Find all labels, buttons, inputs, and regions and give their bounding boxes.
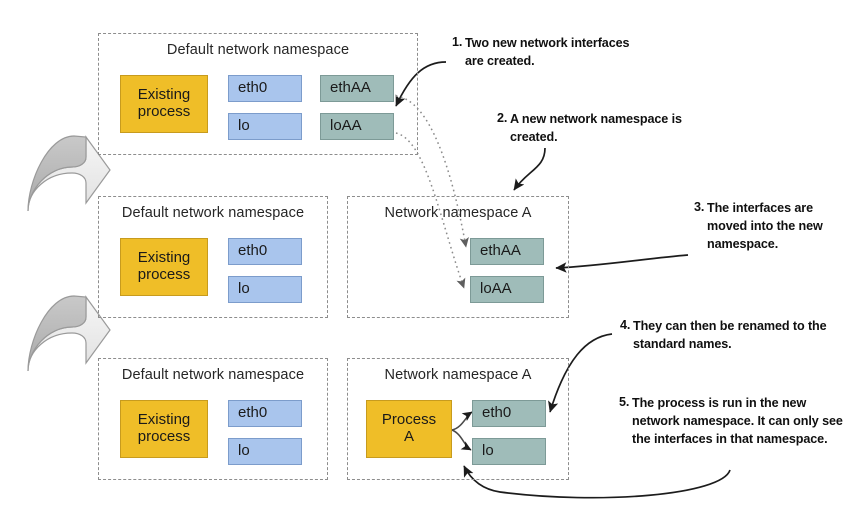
note-1-text: Two new network interfaces are created.	[465, 36, 630, 69]
process-label-line1: Existing	[137, 411, 191, 429]
process-label-line2: process	[137, 428, 191, 445]
node-eth0-nsa-row3[interactable]: eth0	[472, 400, 546, 427]
node-eth0-row3[interactable]: eth0	[228, 400, 302, 427]
namespace-a-row2-title: Network namespace A	[384, 205, 532, 221]
node-ethAA-row1[interactable]: ethAA	[320, 75, 394, 102]
callout-arrow-3	[555, 254, 689, 273]
process-label-line2: process	[137, 103, 191, 120]
note-3: 3. The interfaces are moved into the new…	[694, 199, 854, 254]
process-a-label-line1: Process	[381, 411, 437, 429]
note-5-text: The process is run in the new network na…	[632, 396, 843, 447]
node-eth0-row1[interactable]: eth0	[228, 75, 302, 102]
process-label-line2: process	[137, 266, 191, 283]
namespace-a-row3-title: Network namespace A	[384, 367, 532, 383]
node-loAA-row2[interactable]: loAA	[470, 276, 544, 303]
namespace-a-row3[interactable]	[347, 358, 569, 480]
namespace-default-row1-title: Default network namespace	[166, 42, 350, 58]
note-2-text: A new network namespace is created.	[510, 112, 682, 145]
node-existing-process-row2[interactable]: Existing process	[120, 238, 208, 296]
process-a-label-line2: A	[403, 428, 414, 445]
callout-arrow-2	[513, 147, 546, 191]
namespace-default-row3[interactable]	[98, 358, 328, 480]
note-5-number: 5.	[619, 395, 630, 409]
node-existing-process-row3[interactable]: Existing process	[120, 400, 208, 458]
note-3-number: 3.	[694, 200, 705, 214]
node-loAA-row1[interactable]: loAA	[320, 113, 394, 140]
note-1: 1. Two new network interfaces are create…	[452, 34, 642, 71]
process-label-line1: Existing	[137, 249, 191, 267]
namespace-default-row2[interactable]	[98, 196, 328, 318]
node-process-a-row3[interactable]: Process A	[366, 400, 452, 458]
namespace-default-row1[interactable]	[98, 33, 418, 155]
note-2: 2. A new network namespace is created.	[497, 110, 697, 147]
node-lo-row2[interactable]: lo	[228, 276, 302, 303]
process-label-line1: Existing	[137, 86, 191, 104]
node-lo-row3[interactable]: lo	[228, 438, 302, 465]
note-1-number: 1.	[452, 35, 463, 49]
node-eth0-row2[interactable]: eth0	[228, 238, 302, 265]
node-lo-row1[interactable]: lo	[228, 113, 302, 140]
namespace-default-row3-title: Default network namespace	[121, 367, 305, 383]
node-lo-nsa-row3[interactable]: lo	[472, 438, 546, 465]
namespace-a-row2[interactable]	[347, 196, 569, 318]
node-existing-process-row1[interactable]: Existing process	[120, 75, 208, 133]
note-2-number: 2.	[497, 111, 508, 125]
note-4: 4. They can then be renamed to the stand…	[620, 317, 855, 354]
namespace-default-row2-title: Default network namespace	[121, 205, 305, 221]
note-4-number: 4.	[620, 318, 631, 332]
node-ethAA-row2[interactable]: ethAA	[470, 238, 544, 265]
note-5: 5. The process is run in the new network…	[619, 394, 857, 449]
note-3-text: The interfaces are moved into the new na…	[707, 201, 823, 252]
note-4-text: They can then be renamed to the standard…	[633, 319, 827, 352]
